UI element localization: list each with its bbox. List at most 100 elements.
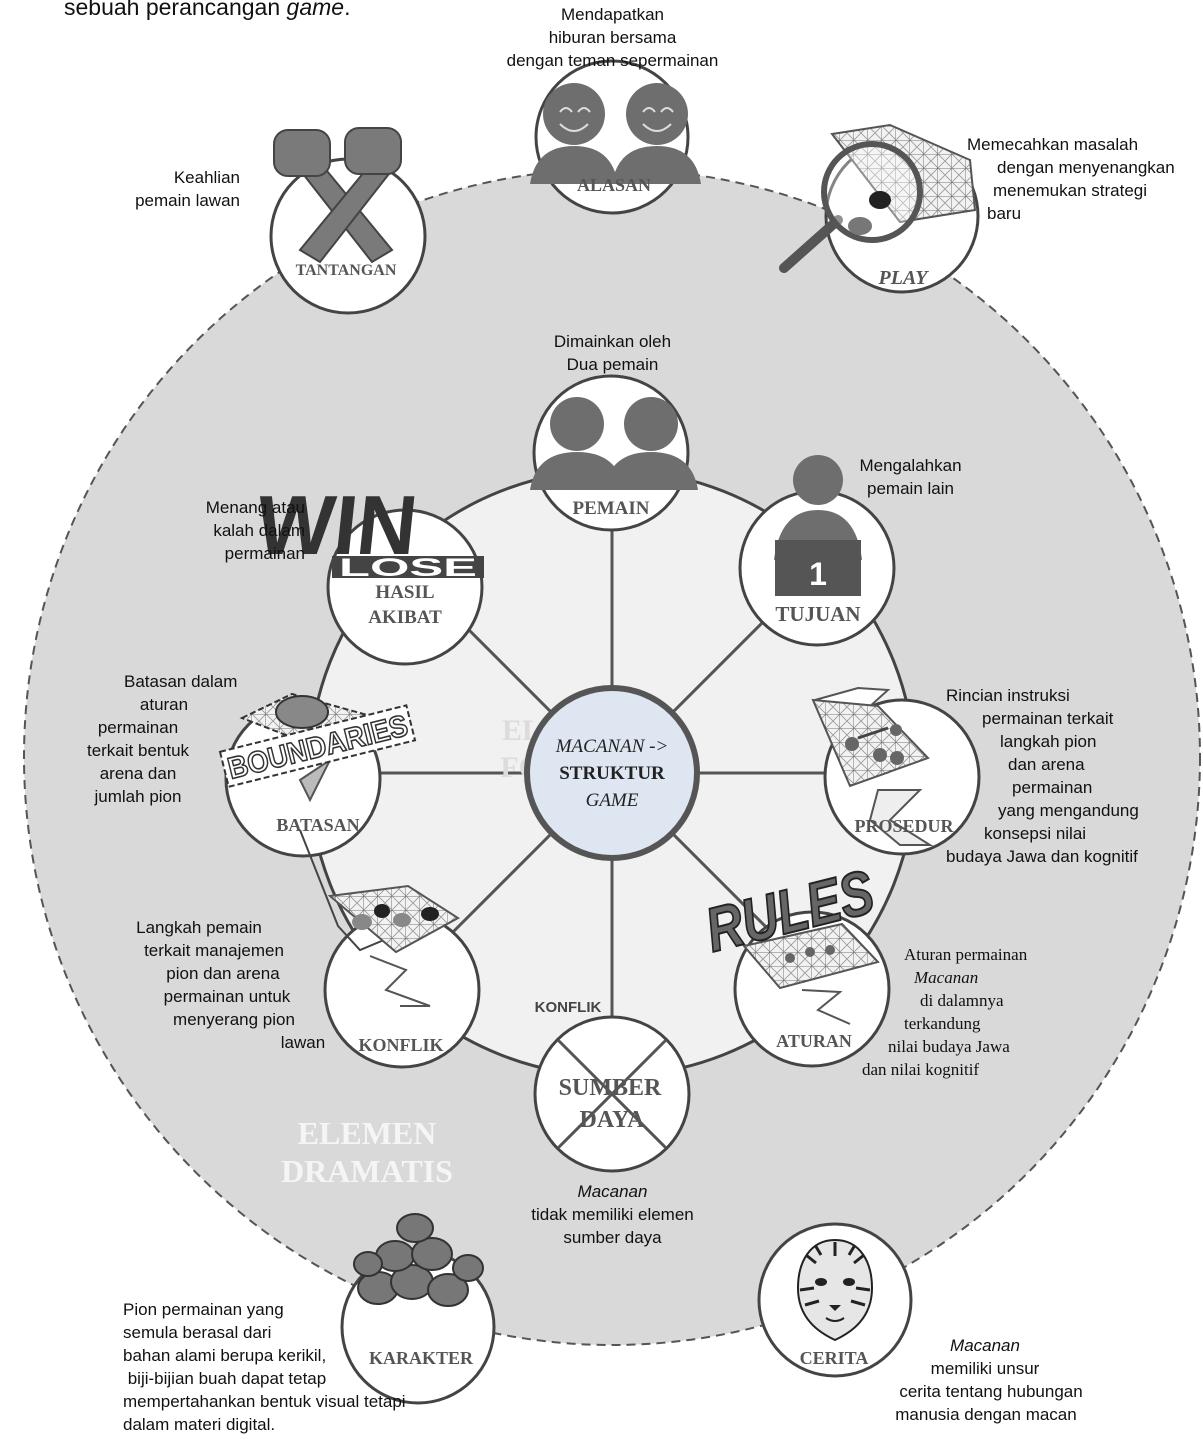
tiger-icon — [796, 1238, 874, 1342]
board-icon — [830, 123, 977, 224]
annotation-line: permainan terkait — [982, 709, 1114, 728]
annotation-line: nilai budaya Jawa — [888, 1037, 1010, 1056]
conflict-hand-icon — [299, 829, 460, 1007]
annotation-line: permainan — [224, 544, 305, 563]
node-pemain-label: PEMAIN — [572, 498, 649, 519]
annotation-line: pemain lawan — [135, 191, 240, 210]
annotation-line: permainan — [97, 718, 179, 737]
annotation-line: Memecahkan masalah — [967, 135, 1139, 154]
annotation-line: mempertahankan bentuk visual tetapi — [123, 1392, 406, 1411]
node-batasan: BOUNDARIES BATASAN — [218, 692, 417, 858]
annotation-alasan: Mendapatkan hiburan bersama dengan teman… — [470, 3, 755, 72]
pebbles-icon — [353, 1213, 484, 1307]
annotation-line: Macanan — [914, 968, 979, 987]
annotation-line: kalah dalam — [213, 521, 305, 540]
annotation-line: Dua pemain — [566, 355, 659, 374]
annotation-konflik: Langkah pemain terkait manajemen pion da… — [116, 916, 326, 1054]
node-prosedur: PROSEDUR — [811, 686, 981, 856]
caption-italic: game — [286, 0, 345, 20]
annotation-line: budaya Jawa dan kognitif — [946, 847, 1138, 866]
winner-number: 1 — [809, 556, 827, 592]
annotation-line: dengan menyenangkan — [997, 158, 1175, 177]
annotation-line: semula berasal dari — [123, 1323, 272, 1342]
node-alasan-label: ALASAN — [577, 175, 651, 195]
node-karakter-label: KARAKTER — [369, 1348, 474, 1368]
annotation-line: yang mengandung — [998, 801, 1139, 820]
caption-text: sebuah perancangan — [64, 0, 287, 20]
node-aturan-label: ATURAN — [776, 1031, 852, 1051]
annotation-line: Aturan permainan — [904, 945, 1028, 964]
annotation-line: di dalamnya — [920, 991, 1004, 1010]
node-sumber-daya: SUMBER DAYA — [533, 1015, 691, 1173]
annotation-karakter: Pion permainan yang semula berasal dari … — [123, 1298, 443, 1436]
friends-icon — [530, 83, 701, 184]
node-tantangan: TANTANGAN — [269, 127, 427, 315]
annotation-line: Langkah pemain — [136, 918, 262, 937]
annotation-line: biji-bijian buah dapat tetap — [123, 1369, 327, 1388]
annotation-hasil-akibat: Menang atau kalah dalam permainan — [170, 496, 305, 565]
annotation-line: Macanan — [950, 1336, 1020, 1355]
node-hasil-label-line1: HASIL — [375, 582, 434, 603]
annotation-line: terkait bentuk — [86, 741, 190, 760]
annotation-line: lawan — [280, 1033, 326, 1052]
annotation-tujuan: Mengalahkan pemain lain — [848, 454, 973, 500]
node-tujuan-label: TUJUAN — [775, 602, 860, 626]
annotation-line: permainan — [1012, 778, 1093, 797]
node-hasil-label-line2: AKIBAT — [368, 607, 442, 628]
node-prosedur-label: PROSEDUR — [854, 816, 954, 836]
annotation-play: Memecahkan masalah dengan menyenangkan m… — [967, 133, 1203, 225]
center-label-line1: MACANAN -> — [555, 736, 669, 757]
node-hasil-akibat: WIN LOSE HASIL AKIBAT — [252, 478, 484, 666]
node-tantangan-label: TANTANGAN — [296, 262, 397, 279]
winner-icon: 1 — [774, 455, 862, 596]
annotation-line: konsepsi nilai — [984, 824, 1087, 843]
annotation-line: pion dan arena — [166, 964, 280, 983]
node-cerita: CERITA — [757, 1222, 913, 1378]
annotation-cerita: Macanan memiliki unsur cerita tentang hu… — [876, 1334, 1106, 1426]
node-pemain: PEMAIN — [530, 374, 698, 532]
annotation-line: cerita tentang hubungan — [899, 1382, 1083, 1401]
node-sumber-label-line2: DAYA — [580, 1107, 646, 1133]
annotation-line: sumber daya — [563, 1228, 662, 1247]
node-sumber-label-line1: SUMBER — [559, 1075, 662, 1101]
center-node: MACANAN -> STRUKTUR GAME — [524, 685, 700, 861]
annotation-tantangan: Keahlian pemain lawan — [120, 166, 240, 212]
dramatic-label-line2: DRAMATIS — [281, 1153, 453, 1189]
node-tujuan: 1 TUJUAN — [738, 455, 896, 647]
annotation-line: jumlah pion — [94, 787, 182, 806]
node-cerita-label: CERITA — [800, 1348, 869, 1368]
dramatic-label-line1: ELEMEN — [298, 1115, 437, 1151]
annotation-line: aturan — [139, 695, 189, 714]
annotation-line: manusia dengan macan — [895, 1405, 1077, 1424]
boundaries-icon: BOUNDARIES — [218, 692, 417, 803]
annotation-line: tidak memiliki elemen — [531, 1205, 694, 1224]
annotation-line: terkandung — [904, 1014, 981, 1033]
node-play-label: PLAY — [878, 267, 930, 289]
annotation-line: langkah pion — [1000, 732, 1097, 751]
annotation-line: Mendapatkan — [560, 5, 665, 24]
node-konflik-label: KONFLIK — [358, 1035, 443, 1055]
center-label-line3: GAME — [586, 790, 639, 811]
annotation-line: Dimainkan oleh — [553, 332, 672, 351]
node-konflik: KONFLIK — [299, 829, 481, 1069]
annotation-line: Macanan — [577, 1182, 648, 1201]
annotation-line: baru — [987, 204, 1022, 223]
annotation-line: pemain lain — [867, 479, 954, 498]
annotation-line: Menang atau — [205, 498, 305, 517]
annotation-line: terkait manajemen — [144, 941, 284, 960]
annotation-line: arena dan — [99, 764, 177, 783]
annotation-pemain: Dimainkan oleh Dua pemain — [520, 330, 705, 376]
annotation-aturan: Aturan permainan Macanan di dalamnya ter… — [860, 943, 1080, 1081]
annotation-line: Keahlian — [173, 168, 240, 187]
annotation-line: memiliki unsur — [930, 1359, 1040, 1378]
annotation-line: Rincian instruksi — [946, 686, 1070, 705]
annotation-prosedur: Rincian instruksi permainan terkait lang… — [946, 684, 1176, 868]
node-batasan-label: BATASAN — [276, 815, 359, 835]
annotation-line: dengan teman sepermainan — [506, 51, 719, 70]
annotation-line: bahan alami berupa kerikil, — [123, 1346, 327, 1365]
lose-text: LOSE — [339, 554, 477, 582]
players-icon — [530, 397, 698, 490]
annotation-line: Batasan dalam — [124, 672, 238, 691]
annotation-line: dan nilai kognitif — [862, 1060, 980, 1079]
